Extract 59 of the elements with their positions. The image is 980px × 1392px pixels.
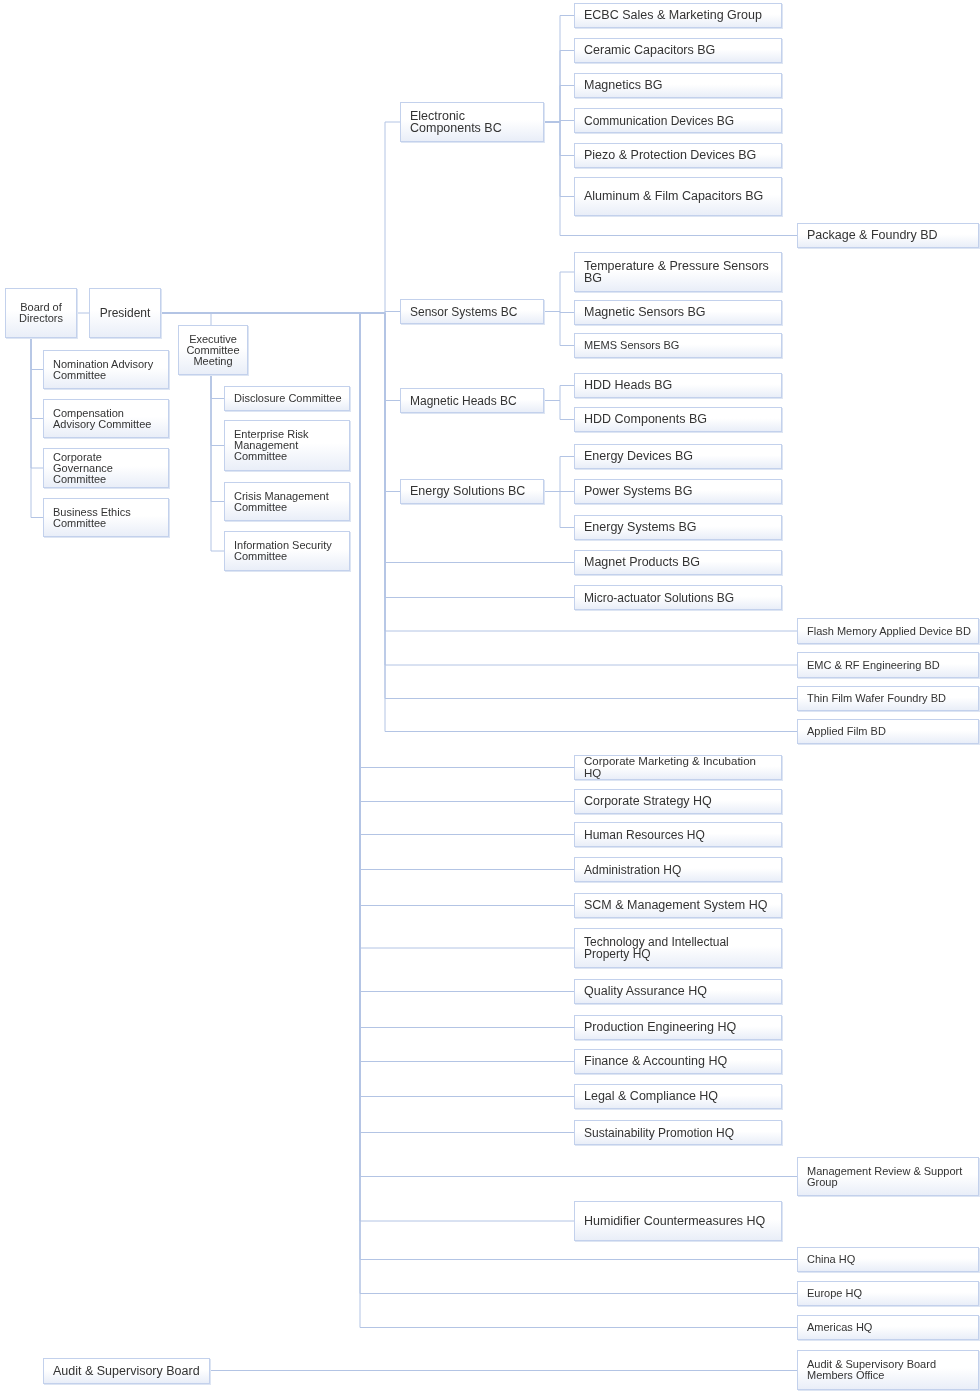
org-unit-box: Audit & Supervisory Board — [43, 1358, 210, 1384]
org-unit-box: President — [89, 288, 161, 338]
org-unit-box: Energy Devices BG — [574, 444, 782, 469]
connector-line — [76, 312, 90, 314]
org-unit-box: Europe HQ — [797, 1281, 979, 1306]
org-unit-box: Energy Systems BG — [574, 515, 782, 540]
org-unit-box: Compensation Advisory Committee — [43, 399, 169, 438]
org-unit-box: EMC & RF Engineering BD — [797, 652, 979, 678]
org-unit-box: Crisis Management Committee — [224, 482, 350, 521]
org-unit-box: Energy Solutions BC — [400, 479, 544, 504]
org-unit-box: Business Ethics Committee — [43, 498, 169, 537]
org-unit-box: Disclosure Committee — [224, 386, 350, 411]
org-unit-box: Piezo & Protection Devices BG — [574, 143, 782, 168]
org-unit-box: Ceramic Capacitors BG — [574, 38, 782, 63]
org-unit-box: Package & Foundry BD — [797, 223, 979, 248]
org-unit-box: Magnetic Heads BC — [400, 388, 544, 413]
org-unit-box: Power Systems BG — [574, 479, 782, 504]
org-unit-box: Audit & Supervisory Board Members Office — [797, 1350, 979, 1390]
org-unit-box: China HQ — [797, 1247, 979, 1272]
org-unit-box: Micro-actuator Solutions BG — [574, 585, 782, 610]
org-unit-box: Americas HQ — [797, 1315, 979, 1340]
org-unit-box: Quality Assurance HQ — [574, 979, 782, 1004]
org-unit-box: HDD Components BG — [574, 407, 782, 432]
org-unit-box: Corporate Marketing & Incubation HQ — [574, 755, 782, 780]
org-unit-box: Information Security Committee — [224, 531, 350, 571]
org-unit-box: Sensor Systems BC — [400, 299, 544, 324]
org-unit-box: Magnetic Sensors BG — [574, 300, 782, 325]
connector-line — [210, 374, 225, 552]
org-unit-box: Administration HQ — [574, 857, 782, 882]
org-unit-box: Electronic Components BC — [400, 102, 544, 142]
org-unit-box: Production Engineering HQ — [574, 1015, 782, 1040]
org-unit-box: SCM & Management System HQ — [574, 893, 782, 918]
org-unit-box: ECBC Sales & Marketing Group — [574, 3, 782, 28]
org-unit-box: Sustainability Promotion HQ — [574, 1120, 782, 1145]
org-unit-box: Legal & Compliance HQ — [574, 1084, 782, 1109]
org-unit-box: Magnet Products BG — [574, 550, 782, 575]
org-unit-box: Corporate Governance Committee — [43, 448, 169, 488]
org-unit-box: Board of Directors — [5, 288, 77, 338]
org-unit-box: Human Resources HQ — [574, 822, 782, 847]
org-unit-box: Thin Film Wafer Foundry BD — [797, 686, 979, 711]
org-unit-box: Enterprise Risk Management Committee — [224, 420, 350, 471]
connector-line — [543, 400, 575, 420]
org-unit-box: HDD Heads BG — [574, 373, 782, 398]
org-unit-box: Technology and Intellectual Property HQ — [574, 928, 782, 968]
org-unit-box: Finance & Accounting HQ — [574, 1049, 782, 1074]
connector-line — [30, 337, 44, 518]
org-unit-box: MEMS Sensors BG — [574, 333, 782, 358]
org-unit-box: Executive Committee Meeting — [178, 325, 248, 375]
org-unit-box: Nomination Advisory Committee — [43, 350, 169, 389]
org-unit-box: Applied Film BD — [797, 719, 979, 744]
org-unit-box: Management Review & Support Group — [797, 1157, 979, 1196]
org-unit-box: Temperature & Pressure Sensors BG — [574, 252, 782, 292]
org-unit-box: Flash Memory Applied Device BD — [797, 618, 979, 644]
org-unit-box: Corporate Strategy HQ — [574, 789, 782, 814]
org-unit-box: Magnetics BG — [574, 73, 782, 98]
connector-line — [209, 1370, 798, 1371]
org-unit-box: Communication Devices BG — [574, 108, 782, 133]
org-unit-box: Aluminum & Film Capacitors BG — [574, 177, 782, 216]
org-unit-box: Humidifier Countermeasures HQ — [574, 1201, 782, 1241]
